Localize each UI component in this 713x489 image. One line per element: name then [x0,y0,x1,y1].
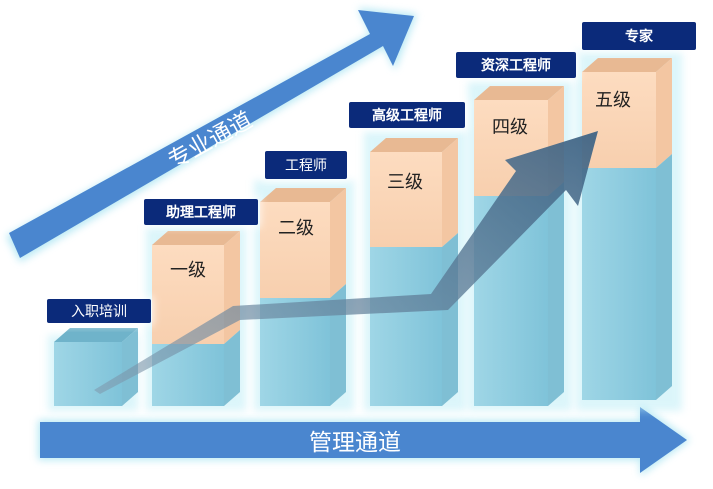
step-expert [576,50,682,411]
badge-engineer-text: 工程师 [285,158,327,174]
badge-onboarding-text: 入职培训 [71,304,127,320]
badge-principal-engineer-text: 资深工程师 [481,57,551,74]
badge-engineer: 工程师 [262,148,350,182]
badge-senior-engineer: 高级工程师 [346,99,468,131]
level-label-3: 三级 [387,172,423,193]
badge-principal-engineer: 资深工程师 [453,49,579,81]
level-label-2: 二级 [278,218,314,239]
step-senior-engineer [364,130,466,411]
step-assistant-engineer [146,225,246,411]
badge-expert-text: 专家 [625,28,654,45]
management-track-arrow [38,404,690,476]
level-label-1: 一级 [170,260,206,281]
step-onboarding [48,328,138,411]
growth-trend-arrow [94,131,598,394]
badge-expert: 专家 [579,19,699,53]
badge-assistant-engineer-text: 助理工程师 [166,204,236,221]
step-engineer [254,180,354,411]
badge-onboarding: 入职培训 [44,296,154,326]
badge-assistant-engineer: 助理工程师 [141,196,261,228]
level-label-5: 五级 [595,90,631,111]
management-track-label: 管理通道 [309,430,401,456]
level-label-4: 四级 [492,117,528,138]
professional-track-arrow [6,8,417,262]
badge-senior-engineer-text: 高级工程师 [372,107,442,124]
